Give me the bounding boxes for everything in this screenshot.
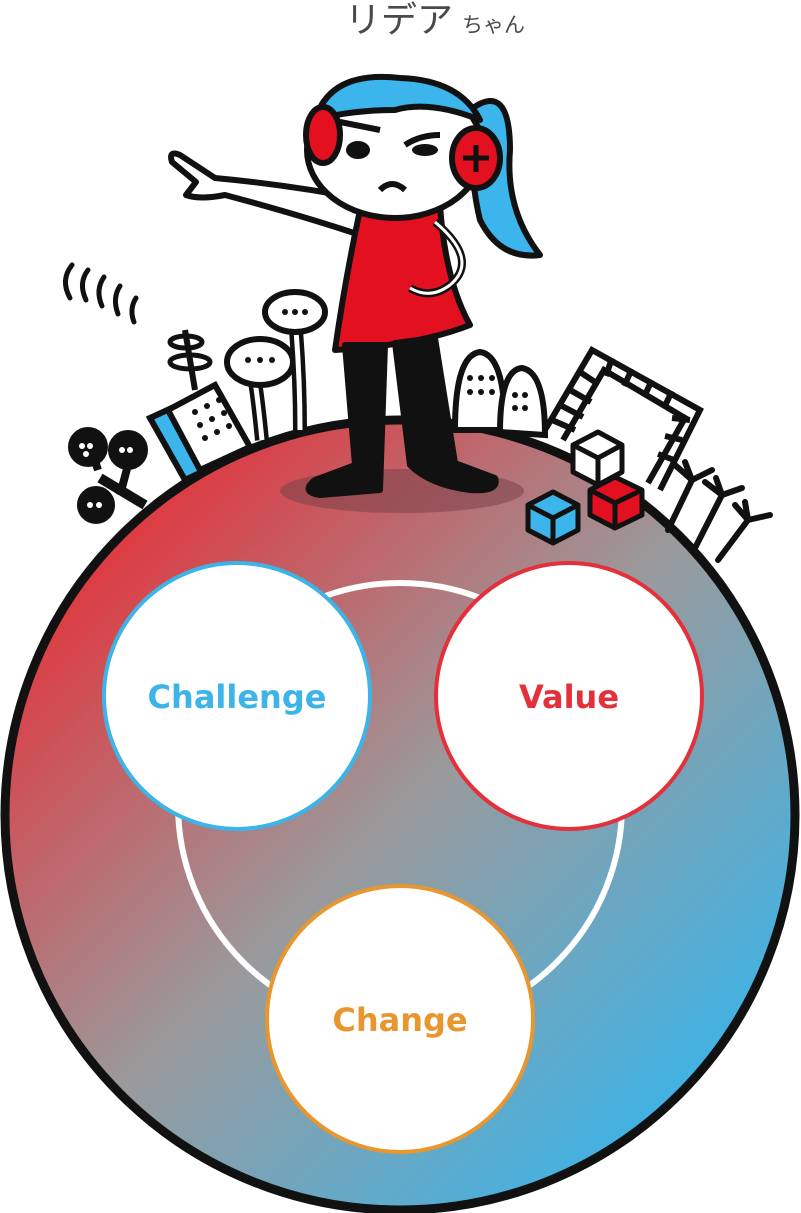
title-main: リデア (345, 0, 453, 41)
signal-waves-icon (63, 262, 139, 325)
palm-tree-icon (665, 459, 773, 563)
title: リデア ちゃん (345, 0, 525, 41)
tower-icon (224, 289, 328, 441)
bubble-value: Value (434, 561, 704, 831)
title-suffix: ちゃん (462, 13, 525, 37)
antenna-building-icon (145, 329, 255, 484)
bubble-change: Change (265, 884, 535, 1154)
girl-with-headphones-icon (168, 74, 543, 498)
bubble-label-change: Change (332, 1001, 467, 1039)
cube-icon (525, 429, 645, 546)
rocket-building-icon (451, 348, 549, 439)
tree-icon (68, 427, 148, 524)
bubble-label-challenge: Challenge (148, 678, 327, 716)
bubble-challenge: Challenge (102, 561, 372, 831)
bubble-label-value: Value (519, 678, 619, 716)
truss-frame-icon (542, 345, 704, 492)
